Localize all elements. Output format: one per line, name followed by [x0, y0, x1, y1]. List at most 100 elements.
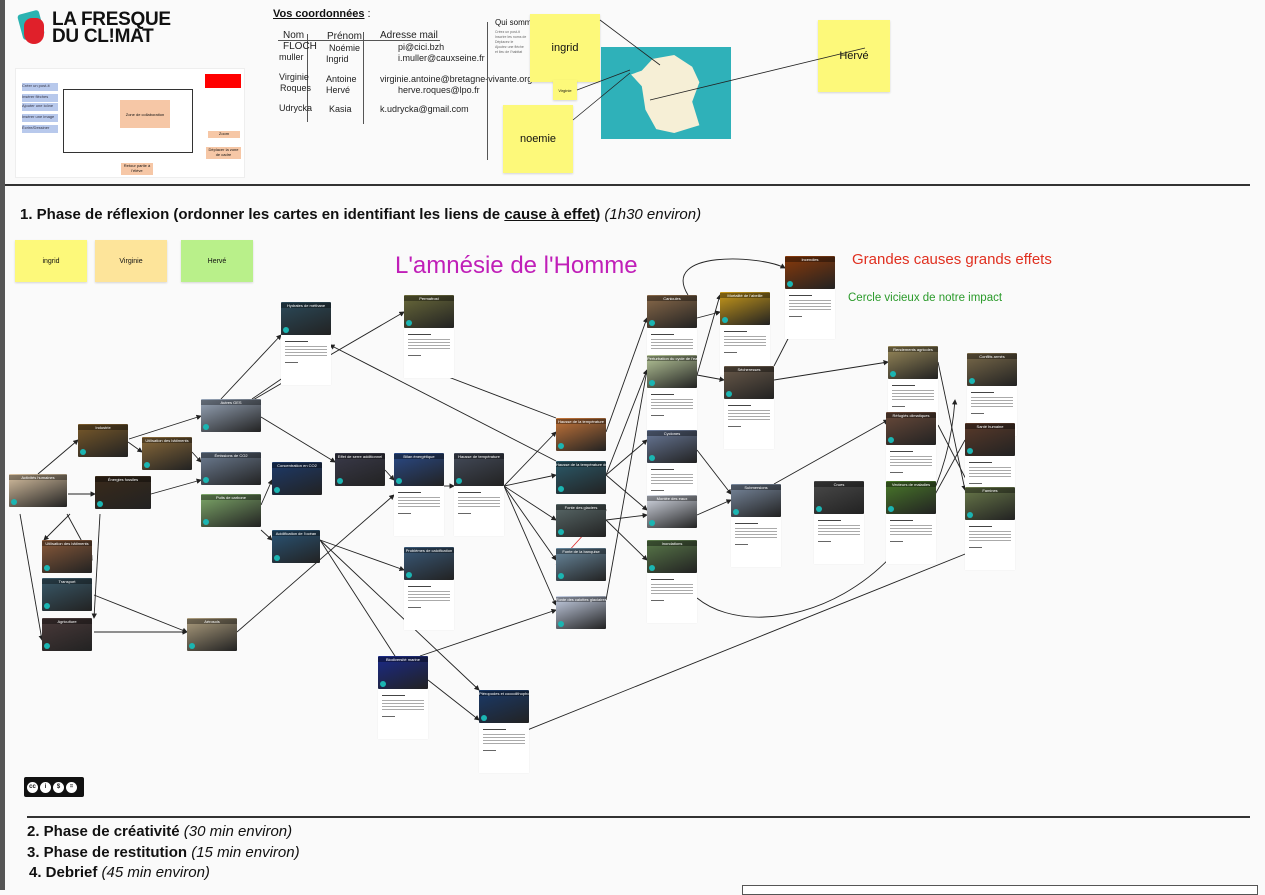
climate-card[interactable]: Aérosols: [187, 618, 237, 651]
france-map[interactable]: [601, 47, 731, 139]
climate-card[interactable]: Énergies fossiles: [95, 476, 151, 509]
card-number-badge-icon: [967, 448, 973, 454]
team-sticky[interactable]: Hervé: [181, 240, 253, 282]
climate-card[interactable]: Vecteurs de maladies: [886, 481, 936, 564]
climate-card[interactable]: Hausse de température: [454, 453, 504, 536]
card-number-badge-icon: [80, 449, 86, 455]
cell: Udrycka: [279, 103, 313, 113]
card-number-badge-icon: [44, 603, 50, 609]
card-number-badge-icon: [649, 565, 655, 571]
card-title: Réfugiés climatiques: [886, 413, 936, 418]
climate-card[interactable]: Hydrates de méthane: [281, 302, 331, 385]
climate-card[interactable]: Problèmes de calcification: [404, 547, 454, 630]
climate-card[interactable]: Hausse de la température de l'eau: [556, 461, 606, 494]
climate-card[interactable]: Biodiversité marine: [378, 656, 428, 739]
card-image: Ptéropodes et coccolithophores: [479, 690, 529, 723]
card-back-text: [785, 289, 835, 339]
qui-line: Déplacez le: [495, 40, 514, 44]
card-image: Transport: [42, 578, 92, 611]
cell: Ingrid: [326, 54, 349, 64]
qui-sommes-nous: Qui somm Créez un post-it Inscrire les n…: [495, 18, 531, 55]
climate-card[interactable]: Concentration en CO2: [272, 462, 322, 495]
card-number-badge-icon: [203, 424, 209, 430]
card-number-badge-icon: [44, 565, 50, 571]
climate-card[interactable]: Effet de serre additionnel: [335, 453, 385, 486]
climate-card[interactable]: Utilisation des bâtiments: [142, 437, 192, 470]
team-sticky[interactable]: ingrid: [15, 240, 87, 282]
sticky-noemie[interactable]: noemie: [503, 105, 573, 173]
card-number-badge-icon: [283, 327, 289, 333]
climate-card[interactable]: Sécheresses: [724, 366, 774, 449]
card-back-text: [886, 514, 936, 564]
climate-card[interactable]: Activités humaines: [9, 474, 67, 507]
climate-card[interactable]: Bilan énergétique: [394, 453, 444, 536]
climate-card[interactable]: Émissions de CO2: [201, 452, 261, 485]
climate-card[interactable]: Ptéropodes et coccolithophores: [479, 690, 529, 773]
card-title: Rendements agricoles: [888, 347, 938, 352]
card-title: Montée des eaux: [647, 496, 697, 501]
cell: FLOCH: [283, 41, 317, 52]
climate-card[interactable]: Submersions: [731, 484, 781, 567]
card-image: Aérosols: [187, 618, 237, 651]
climate-card[interactable]: Fonte de la banquise: [556, 548, 606, 581]
text-box[interactable]: [742, 885, 1258, 895]
team-sticky[interactable]: Virginie: [95, 240, 167, 282]
climate-card[interactable]: Industrie: [78, 424, 128, 457]
climate-card[interactable]: Famines: [965, 487, 1015, 570]
card-title: Incendies: [785, 257, 835, 262]
card-number-badge-icon: [406, 572, 412, 578]
climate-card[interactable]: Transport: [42, 578, 92, 611]
card-title: Mortalité de l'abeille: [720, 293, 770, 298]
card-number-badge-icon: [380, 681, 386, 687]
sticky-virginie[interactable]: Virginie: [553, 80, 577, 100]
tutorial-zone: Zone de collaboration: [120, 100, 170, 128]
card-title: Émissions de CO2: [201, 453, 261, 458]
header-prenom: Prénom: [327, 31, 363, 42]
board-subtitle: Grandes causes grands effets: [852, 251, 1052, 268]
climate-card[interactable]: Acidification de l'océan: [272, 530, 320, 563]
climate-card[interactable]: Perturbation du cycle de l'eau: [647, 355, 697, 438]
card-number-badge-icon: [456, 478, 462, 484]
card-back-text: [647, 388, 697, 438]
climate-card[interactable]: Fonte des glaciers: [556, 504, 606, 537]
card-number-badge-icon: [816, 506, 822, 512]
qui-line: Inscrire les noms de: [495, 35, 527, 39]
card-image: Canicules: [647, 295, 697, 328]
climate-card[interactable]: Puits de carbone: [201, 494, 261, 527]
climate-card[interactable]: Mortalité de l'abeille: [720, 292, 770, 375]
climate-card[interactable]: Incendies: [785, 256, 835, 339]
phase-3-heading: 3. Phase de restitution (15 min environ): [27, 844, 300, 861]
card-number-badge-icon: [722, 317, 728, 323]
sticky-herve[interactable]: Hervé: [818, 20, 890, 92]
card-title: Problèmes de calcification: [404, 548, 454, 553]
card-title: Fonte des glaciers: [556, 505, 606, 510]
tutorial-zoom-label: Zoom: [208, 131, 240, 138]
card-number-badge-icon: [890, 371, 896, 377]
card-number-badge-icon: [274, 487, 280, 493]
card-title: Conflits armés: [967, 354, 1017, 359]
card-number-badge-icon: [558, 529, 564, 535]
climate-card[interactable]: Inondations: [647, 540, 697, 623]
card-image: Montée des eaux: [647, 495, 697, 528]
climate-card[interactable]: Crues: [814, 481, 864, 564]
cell: herve.roques@lpo.fr: [398, 85, 480, 95]
climate-card[interactable]: Permafrost: [404, 295, 454, 378]
climate-card[interactable]: Fonte des calottes glaciaires: [556, 596, 606, 629]
tutorial-label: Insérer une image: [22, 114, 58, 122]
sticky-ingrid[interactable]: ingrid: [530, 14, 600, 82]
card-number-badge-icon: [558, 621, 564, 627]
climate-card[interactable]: Utilisation des bâtiments: [42, 540, 92, 573]
qui-line: Ajoutez une flèche: [495, 45, 524, 49]
climate-card[interactable]: Hausse de la température: [556, 418, 606, 451]
card-number-badge-icon: [203, 477, 209, 483]
climate-card[interactable]: Autres GES: [201, 399, 261, 432]
cell: i.muller@cauxseine.fr: [398, 53, 485, 63]
card-title: Aérosols: [187, 619, 237, 624]
card-image: Fonte des calottes glaciaires: [556, 596, 606, 629]
card-title: Cyclones: [647, 431, 697, 436]
logo-line-1: LA FRESQUE: [52, 9, 171, 30]
card-image: Bilan énergétique: [394, 453, 444, 486]
climate-card[interactable]: Montée des eaux: [647, 495, 697, 528]
card-back-text: [378, 689, 428, 739]
climate-card[interactable]: Agriculture: [42, 618, 92, 651]
